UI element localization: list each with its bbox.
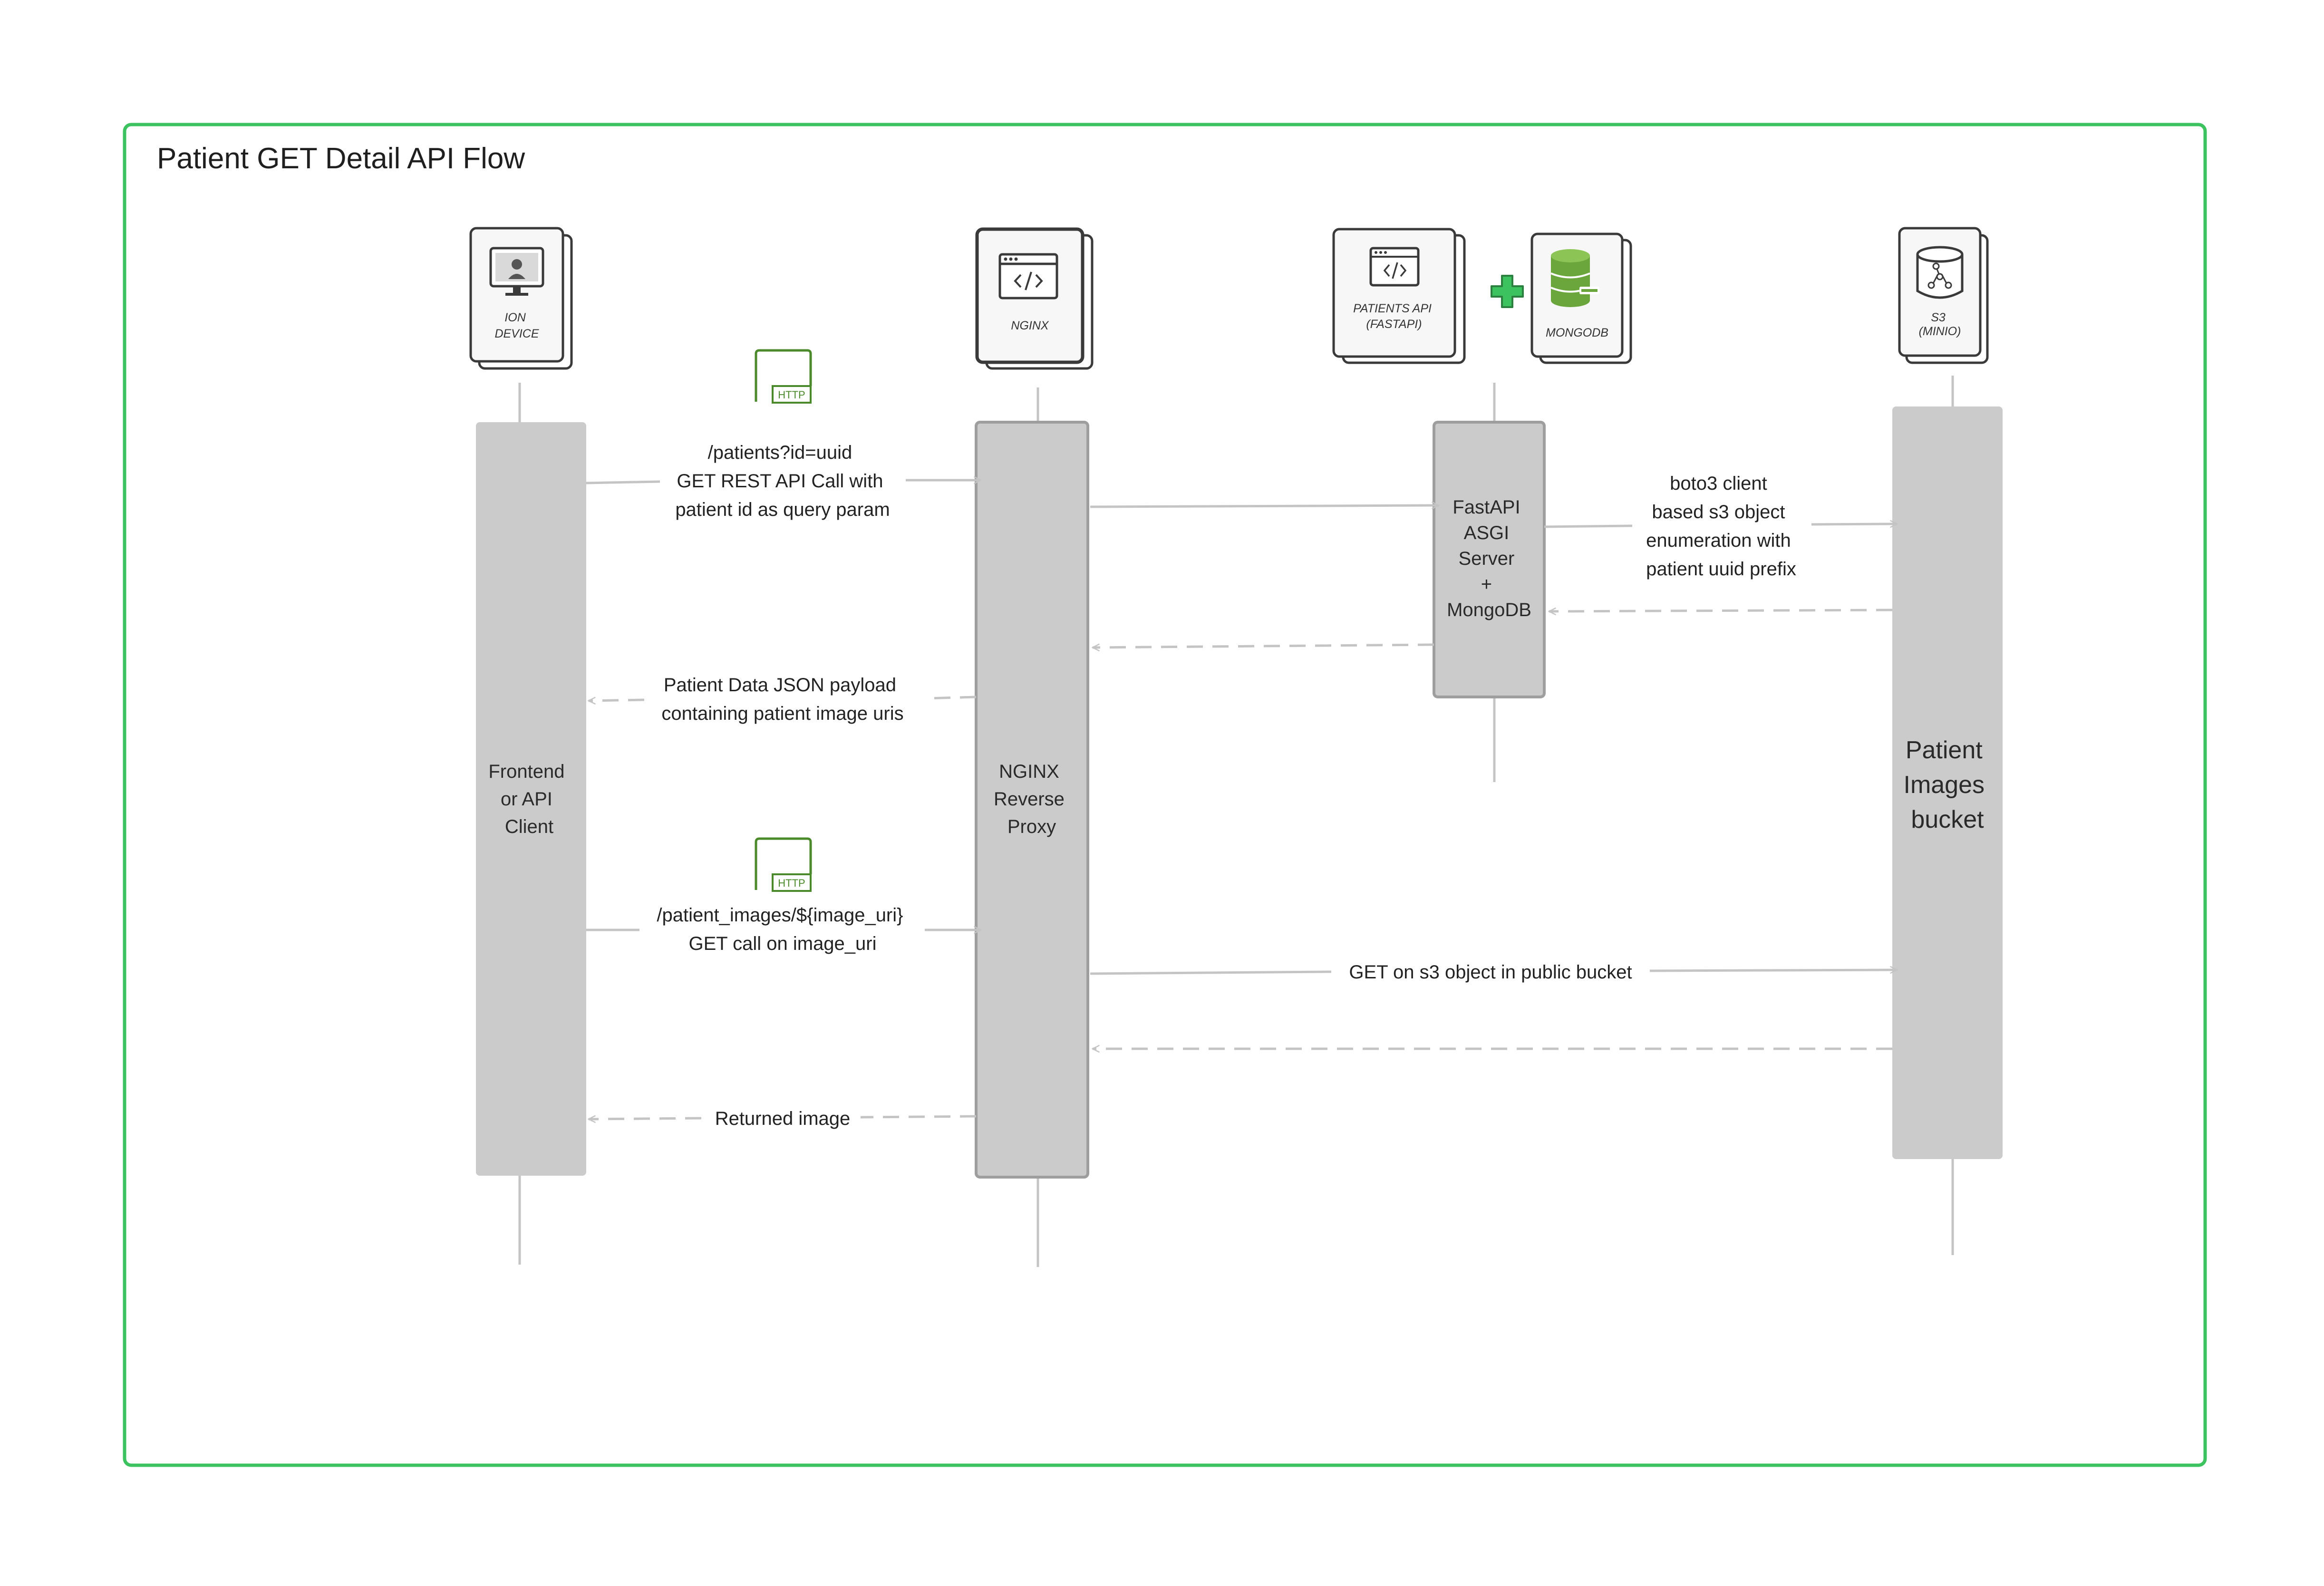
bar-label-line: Proxy xyxy=(1007,816,1056,837)
svg-text:/patients?id=uuid GET RE: /patients?id=uuid GET REST API Call with… xyxy=(675,442,890,520)
card-label-line: NGINX xyxy=(1011,319,1049,332)
bar-label-line: Patient xyxy=(1906,736,1983,764)
svg-text:NGINX Reverse Prox: NGINX Reverse Proxy xyxy=(994,761,1070,837)
http-icon: HTTP xyxy=(755,349,812,404)
message-label-line: based s3 object xyxy=(1652,502,1785,522)
activation-bar-frontend: Frontend or API Client xyxy=(476,422,586,1176)
http-icon: HTTP xyxy=(755,837,812,892)
message-label-line: GET REST API Call with xyxy=(677,471,883,492)
message-label-line: patient uuid prefix xyxy=(1646,559,1796,580)
message-label-line: /patient_images/${image_uri} xyxy=(657,905,903,926)
mongodb-icon xyxy=(1550,249,1599,307)
message-label-line: enumeration with xyxy=(1646,530,1791,551)
message-returned-image: Returned image xyxy=(589,1108,977,1129)
diagram-title: Patient GET Detail API Flow xyxy=(157,142,525,175)
participant-card-s3: S3 (MINIO) xyxy=(1898,227,1989,364)
http-badge-label: HTTP xyxy=(778,877,805,889)
svg-text:GET on s3 object in public buc: GET on s3 object in public bucket xyxy=(1349,962,1632,983)
message-patient-images-request: /patient_images/${image_uri} GET call on… xyxy=(586,905,981,954)
message-get-s3-object: GET on s3 object in public bucket xyxy=(1090,962,1897,983)
message-forward-to-fastapi xyxy=(1090,505,1439,507)
card-label-line: ION xyxy=(504,311,526,324)
bar-label-line: ASGI xyxy=(1464,522,1510,543)
bar-label-line: + xyxy=(1481,574,1492,595)
svg-text:ION DEVICE: ION DEVICE xyxy=(494,311,539,340)
message-patients-request: /patients?id=uuid GET REST API Call with… xyxy=(586,442,981,520)
participant-card-patients-api: PATIENTS API (FASTAPI) xyxy=(1332,228,1466,364)
message-enumeration-return xyxy=(1549,610,1893,611)
message-boto3-enumeration: boto3 client based s3 object enumeration… xyxy=(1544,473,1897,580)
svg-text:PATIENTS API (FASTAPI): PATIENTS API (FASTAPI) xyxy=(1353,302,1435,331)
bar-label-line: Client xyxy=(505,816,553,837)
svg-text:Returned image: Returned image xyxy=(715,1108,851,1129)
card-label-line: DEVICE xyxy=(494,327,539,340)
message-label-line: /patients?id=uuid xyxy=(708,442,852,463)
svg-text:MONGODB: MONGODB xyxy=(1546,326,1608,339)
bar-label-line: FastAPI xyxy=(1452,497,1520,518)
activation-bar-s3-bucket: Patient Images bucket xyxy=(1892,406,2003,1159)
svg-text:/patient_images/${image_uri}: /patient_images/${image_uri} GET call on… xyxy=(657,905,908,954)
card-label-line: PATIENTS API xyxy=(1353,302,1432,315)
bar-label-line: or API xyxy=(501,789,552,810)
monitor-icon xyxy=(489,247,544,296)
code-window-icon xyxy=(998,253,1058,300)
message-label-line: Patient Data JSON payload xyxy=(664,675,896,696)
svg-text:Patient Images buc: Patient Images bucket xyxy=(1904,736,1992,833)
participant-card-nginx: NGINX xyxy=(975,227,1094,370)
bar-label-line: Images xyxy=(1904,771,1985,799)
bar-label-line: bucket xyxy=(1911,806,1984,833)
svg-text:NGINX: NGINX xyxy=(1011,319,1049,332)
card-label-line: S3 xyxy=(1931,311,1946,324)
plus-icon xyxy=(1491,275,1524,308)
message-label-line: patient id as query param xyxy=(675,499,890,520)
message-label-line: GET on s3 object in public bucket xyxy=(1349,962,1632,983)
message-fastapi-return xyxy=(1093,643,1434,648)
card-label-line: (FASTAPI) xyxy=(1366,318,1422,331)
message-patient-data-response: Patient Data JSON payload containing pat… xyxy=(589,675,977,724)
bucket-icon xyxy=(1916,246,1964,299)
participant-card-ion-device: ION DEVICE xyxy=(469,227,573,370)
diagram-frame xyxy=(123,123,2207,1467)
activation-bar-fastapi: FastAPI ASGI Server + MongoDB xyxy=(1433,421,1546,698)
card-label-line: (MINIO) xyxy=(1919,325,1961,338)
message-label-line: GET call on image_uri xyxy=(689,933,877,954)
card-label-line: MONGODB xyxy=(1546,326,1608,339)
participant-card-mongodb: MONGODB xyxy=(1530,232,1632,364)
http-badge-label: HTTP xyxy=(778,389,805,401)
activation-bar-nginx: NGINX Reverse Proxy xyxy=(975,421,1089,1179)
message-label-line: Returned image xyxy=(715,1108,851,1129)
svg-text:S3 (MINIO): S3 (MINIO) xyxy=(1919,311,1961,338)
svg-text:Patient Data JSON payload: Patient Data JSON payload containing pat… xyxy=(661,675,903,724)
bar-label-line: Reverse xyxy=(994,789,1065,810)
svg-text:FastAPI ASGI Serve: FastAPI ASGI Server + MongoDB xyxy=(1447,497,1531,620)
bar-label-line: NGINX xyxy=(999,761,1059,782)
bar-label-line: Server xyxy=(1459,548,1515,569)
bar-label-line: Frontend xyxy=(488,761,564,782)
code-window-icon xyxy=(1369,247,1420,287)
message-label-line: boto3 client xyxy=(1670,473,1767,494)
bar-label-line: MongoDB xyxy=(1447,600,1531,620)
svg-text:boto3 client based s3 ob: boto3 client based s3 object enumeration… xyxy=(1646,473,1796,580)
message-label-line: containing patient image uris xyxy=(661,703,903,724)
svg-text:Frontend or API Cl: Frontend or API Client xyxy=(488,761,570,837)
